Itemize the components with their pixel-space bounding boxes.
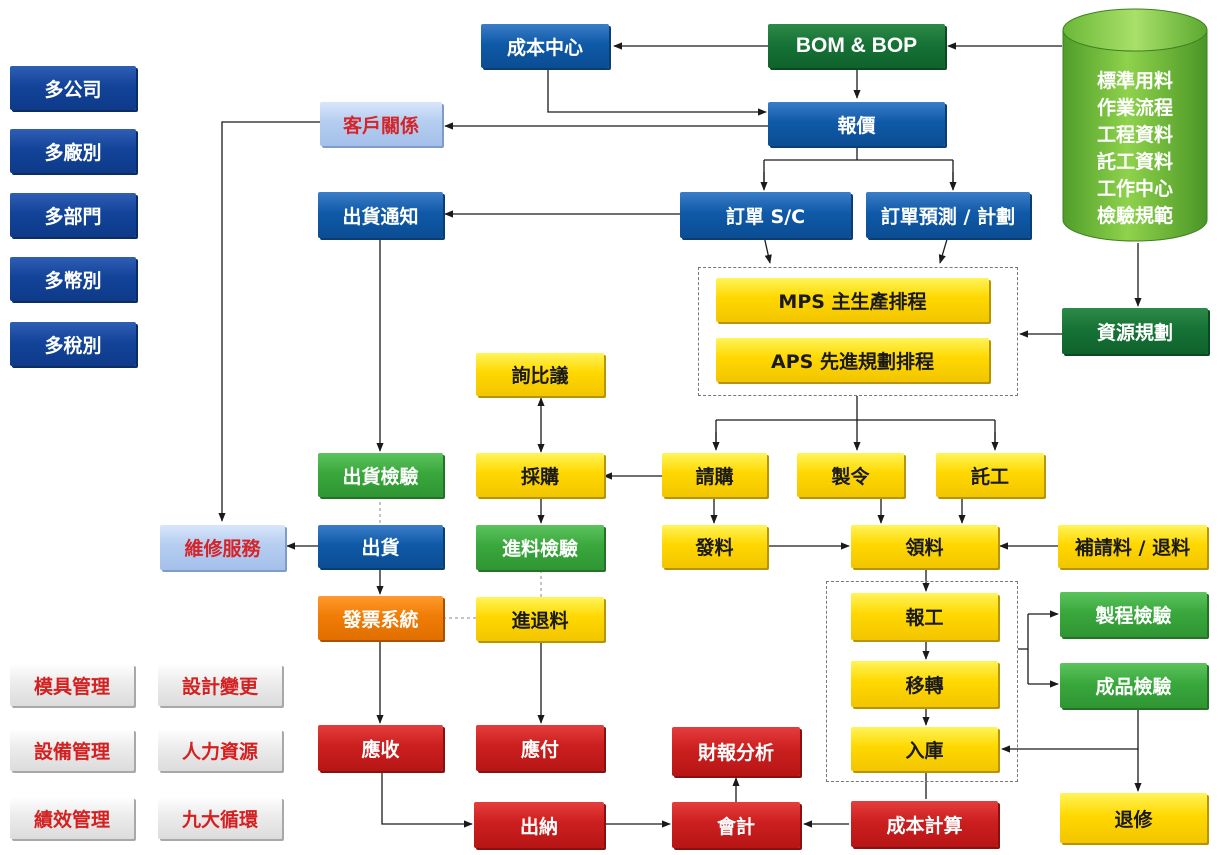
database-items: 標準用料 作業流程 工程資料 託工資料 工作中心 檢驗規範 [1062, 68, 1208, 230]
equipment-management[interactable]: 設備管理 [10, 729, 134, 771]
transfer[interactable]: 移轉 [851, 661, 998, 707]
cost-center[interactable]: 成本中心 [481, 24, 609, 68]
financial-analysis[interactable]: 財報分析 [672, 727, 800, 776]
design-change[interactable]: 設計變更 [158, 664, 282, 706]
order-sc[interactable]: 訂單 S/C [680, 192, 851, 238]
cost-calculation[interactable]: 成本計算 [851, 801, 998, 847]
shipping-inspection[interactable]: 出貨檢驗 [318, 453, 443, 497]
arrow-cost-center-to-quotation [547, 68, 767, 116]
multi-currency[interactable]: 多幣別 [10, 257, 136, 301]
material-pickup[interactable]: 領料 [851, 525, 998, 568]
arrow-order-to-mps [763, 235, 772, 264]
db-item: 作業流程 [1096, 97, 1173, 119]
arrow-to-inspections [1018, 614, 1029, 684]
warehousing[interactable]: 入庫 [851, 727, 998, 771]
production-group-box [826, 581, 1018, 782]
repair-service[interactable]: 維修服務 [160, 525, 285, 570]
incoming-inspection[interactable]: 進料檢驗 [476, 525, 604, 570]
inquiry[interactable]: 詢比議 [476, 353, 604, 396]
multi-factory[interactable]: 多廠別 [10, 129, 136, 173]
human-resources[interactable]: 人力資源 [158, 729, 282, 771]
resource-planning[interactable]: 資源規劃 [1062, 308, 1208, 354]
customer-relation[interactable]: 客戶關係 [320, 102, 442, 146]
bom-bop[interactable]: BOM & BOP [768, 24, 945, 68]
accounts-receivable[interactable]: 應收 [318, 725, 443, 771]
accounting[interactable]: 會計 [672, 802, 800, 848]
work-report[interactable]: 報工 [851, 593, 998, 640]
rework[interactable]: 退修 [1060, 793, 1207, 843]
return-material[interactable]: 進退料 [476, 597, 604, 641]
process-inspection[interactable]: 製程檢驗 [1060, 592, 1207, 637]
arrow-customer-to-repair [218, 121, 320, 522]
finished-inspection[interactable]: 成品檢驗 [1060, 663, 1207, 708]
performance-management[interactable]: 績效管理 [10, 797, 134, 839]
multi-company[interactable]: 多公司 [10, 66, 136, 110]
nine-cycles[interactable]: 九大循環 [158, 797, 282, 839]
supplement-return[interactable]: 補請料 / 退料 [1058, 525, 1207, 568]
invoice-system[interactable]: 發票系統 [318, 596, 443, 640]
quotation[interactable]: 報價 [768, 102, 945, 146]
db-item: 託工資料 [1096, 151, 1173, 173]
arrow-quotation-to-orders [763, 146, 954, 188]
cashier[interactable]: 出納 [474, 802, 604, 848]
db-item: 檢驗規範 [1096, 205, 1173, 227]
purchasing[interactable]: 採購 [476, 453, 604, 497]
arrow-forecast-to-mps [938, 235, 949, 264]
accounts-payable[interactable]: 應付 [476, 725, 604, 771]
arrow-planning-split [715, 396, 996, 448]
order-forecast[interactable]: 訂單預測 / 計劃 [866, 192, 1030, 238]
subcontract[interactable]: 託工 [936, 453, 1044, 497]
db-item: 標準用料 [1096, 70, 1173, 92]
mps-scheduling[interactable]: MPS 主生產排程 [716, 278, 989, 322]
shipping-notice[interactable]: 出貨通知 [318, 192, 443, 238]
multi-tax[interactable]: 多稅別 [10, 322, 136, 366]
requisition[interactable]: 請購 [662, 453, 767, 497]
aps-scheduling[interactable]: APS 先進規劃排程 [716, 338, 989, 382]
mold-management[interactable]: 模具管理 [10, 664, 134, 706]
planning-group-box [698, 267, 1018, 396]
multi-department[interactable]: 多部門 [10, 193, 136, 237]
shipping[interactable]: 出貨 [318, 525, 443, 568]
issue-material[interactable]: 發料 [662, 525, 767, 568]
db-item: 工作中心 [1096, 178, 1173, 200]
arrow-receivable-to-cashier [381, 771, 473, 828]
db-item: 工程資料 [1096, 124, 1173, 146]
arrow-finished-to-warehouse [1001, 708, 1139, 753]
database-cylinder-icon [1062, 8, 1208, 242]
work-order[interactable]: 製令 [797, 453, 904, 497]
